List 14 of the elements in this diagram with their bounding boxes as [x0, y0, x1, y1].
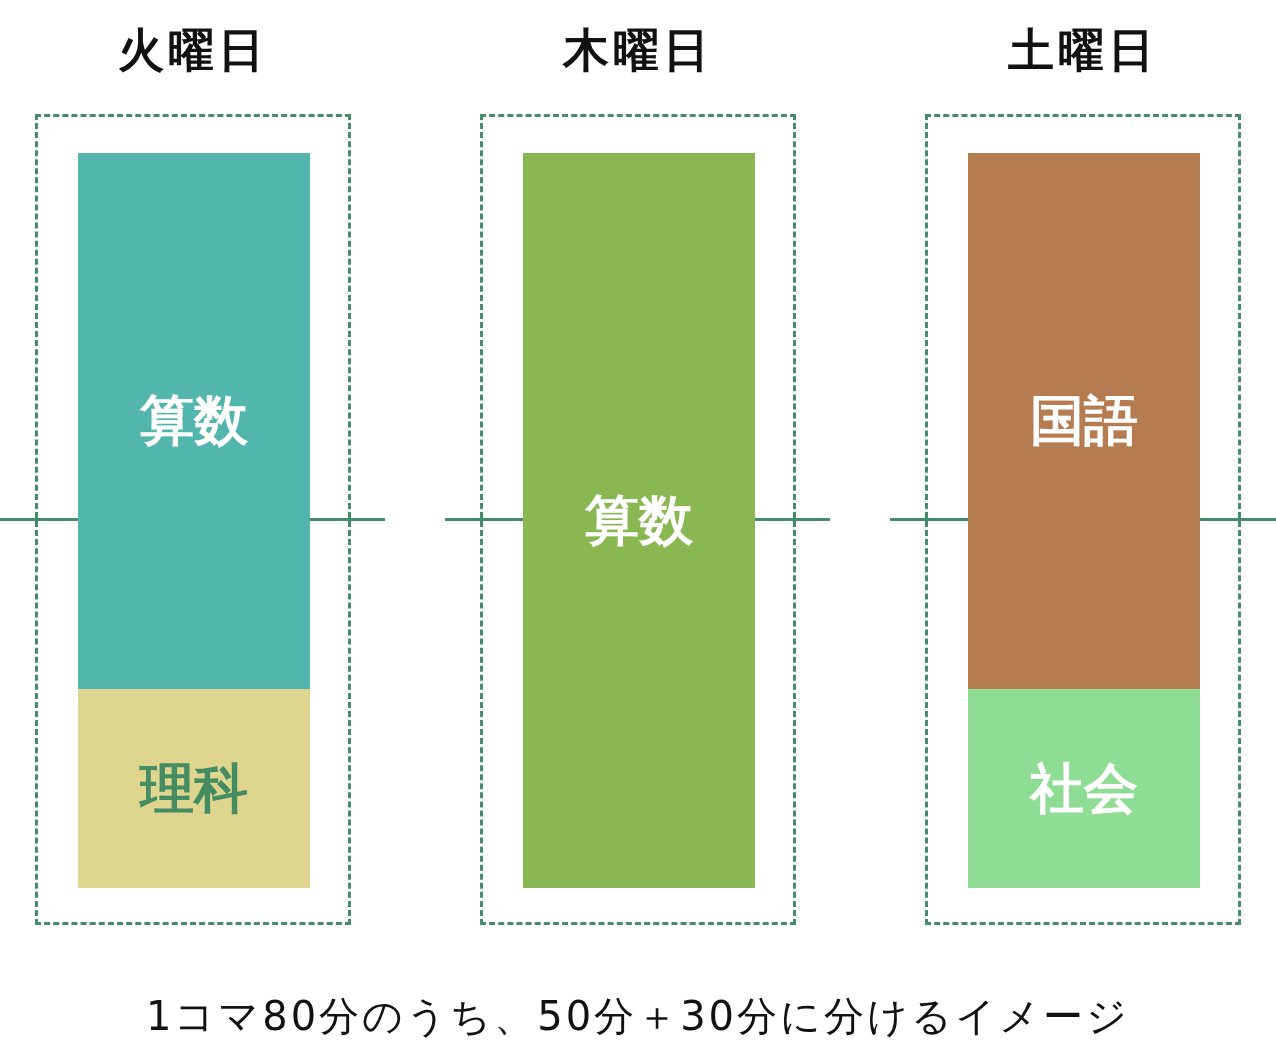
subject-block [968, 153, 1200, 689]
day-heading: 土曜日 [1008, 25, 1158, 76]
subject-block [523, 153, 755, 888]
day-heading: 火曜日 [118, 25, 268, 76]
subject-block [78, 689, 310, 888]
subject-block [78, 153, 310, 689]
subject-block [968, 689, 1200, 888]
caption: 1コマ80分のうち、50分＋30分に分けるイメージ [145, 993, 1131, 1039]
subject-label: 理科 [140, 758, 248, 819]
subject-label: 国語 [1030, 391, 1138, 451]
subject-label: 算数 [140, 391, 248, 451]
subject-label: 算数 [585, 490, 693, 551]
day-heading: 木曜日 [563, 25, 713, 76]
subject-label: 社会 [1030, 758, 1138, 819]
